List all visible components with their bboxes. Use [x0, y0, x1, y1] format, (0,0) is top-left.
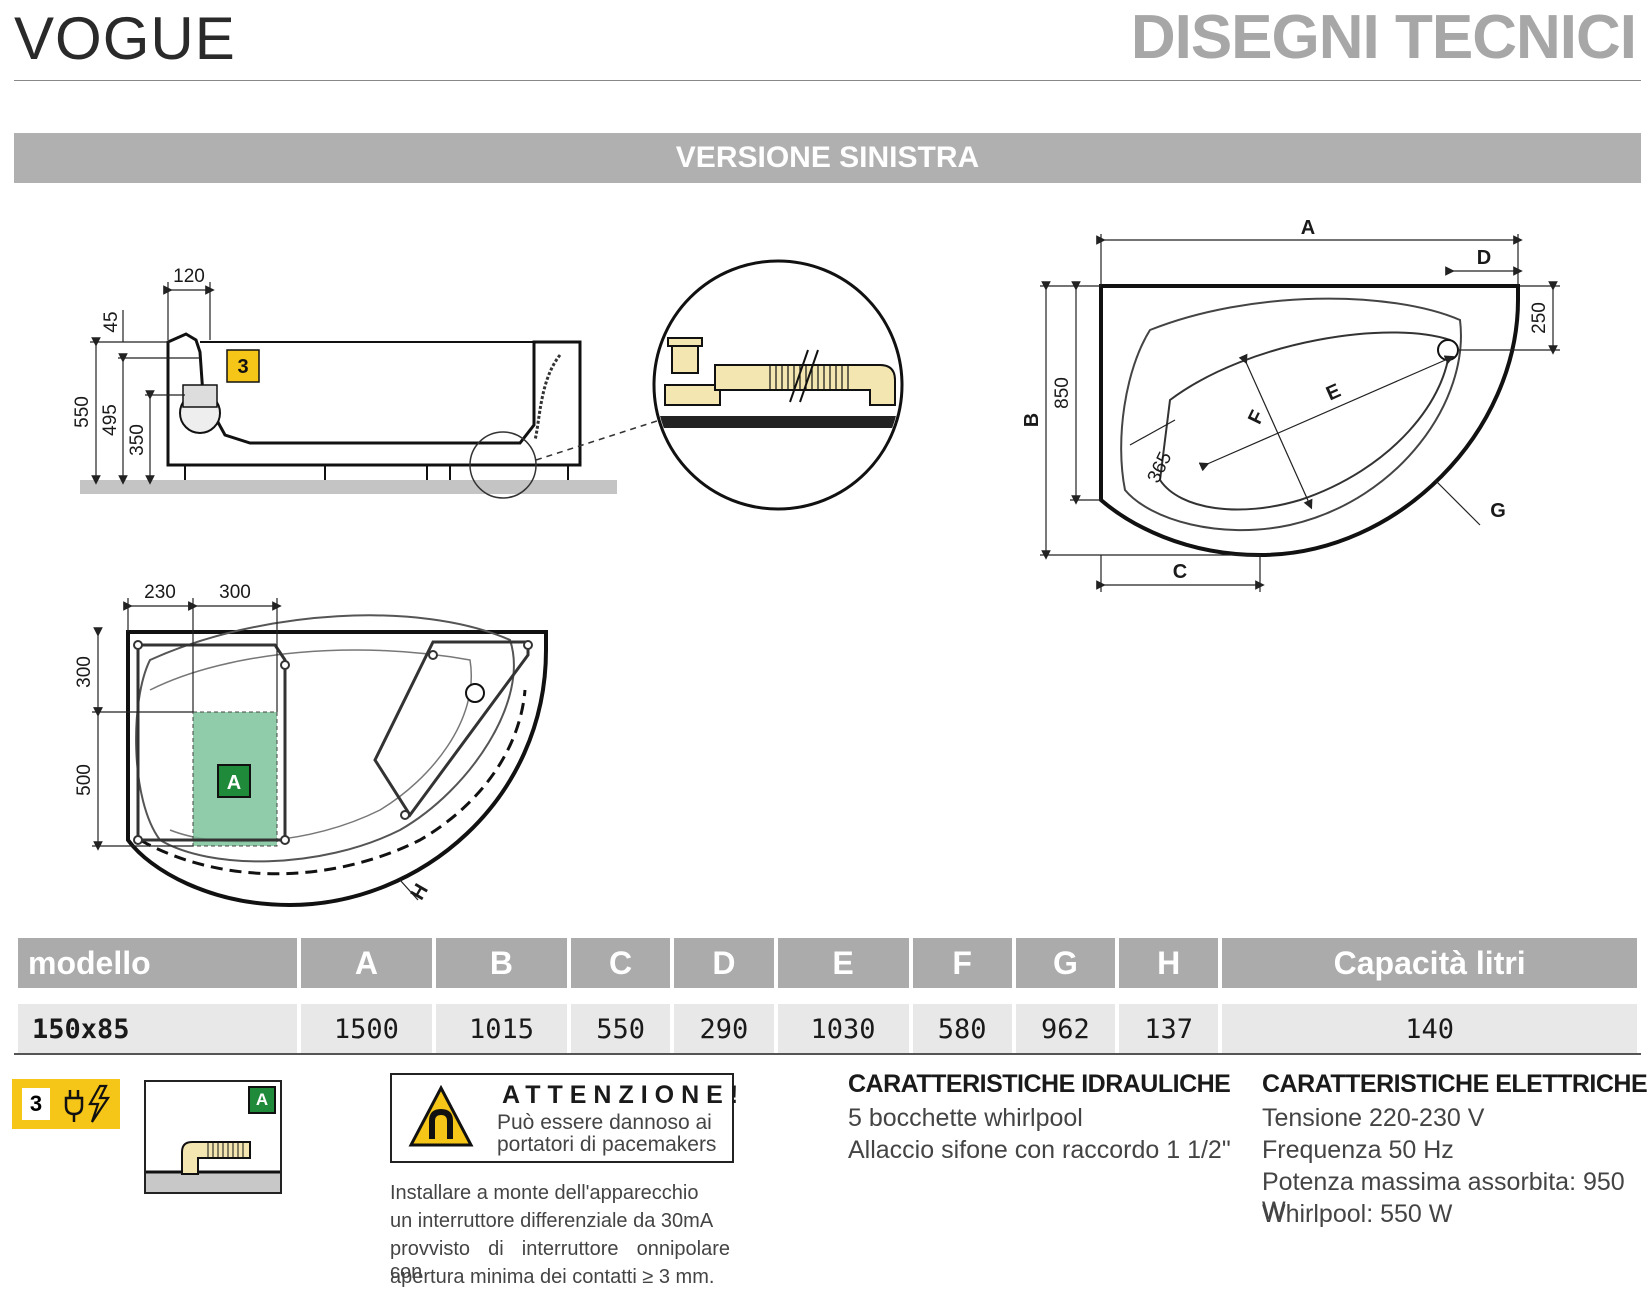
electrical-line: Frequenza 50 Hz	[1262, 1136, 1454, 1164]
dim-230: 230	[144, 582, 176, 603]
col-d: D	[674, 938, 774, 988]
cell-modello: 150x85	[18, 988, 297, 1054]
col-b: B	[435, 938, 567, 988]
install-note-line: provvisto di interruttore onnipolare con	[390, 1238, 730, 1283]
warning-title: ATTENZIONE!	[502, 1081, 746, 1109]
dim-letter-d: D	[1477, 247, 1491, 269]
table-row: 150x85 1500 1015 550 290 1030 580 962 13…	[18, 988, 1637, 1054]
warning-line-2: portatori di pacemakers	[497, 1133, 717, 1156]
col-e: E	[777, 938, 909, 988]
col-modello: modello	[18, 938, 297, 988]
brand-title: VOGUE	[14, 5, 236, 72]
dim-300-h: 300	[219, 582, 251, 603]
electrical-line: Whirlpool: 550 W	[1262, 1200, 1453, 1228]
electric-legend-badge: 3	[12, 1079, 120, 1129]
dim-495: 495	[100, 404, 121, 436]
dim-120: 120	[173, 266, 205, 287]
spec-table: modello A B C D E F G H Capacità litri 1…	[14, 938, 1641, 1054]
version-banner: VERSIONE SINISTRA	[14, 133, 1641, 183]
col-a: A	[300, 938, 432, 988]
cell-a: 1500	[300, 988, 432, 1054]
install-note-line: Installare a monte dell'apparecchio	[390, 1182, 699, 1204]
dim-letter-g: G	[1490, 500, 1506, 522]
dim-250: 250	[1529, 302, 1550, 334]
svg-text:3: 3	[237, 356, 248, 378]
drain-icon	[465, 683, 485, 703]
pacemaker-warning: ATTENZIONE! Può essere dannoso ai portat…	[390, 1073, 738, 1163]
magnet-warning-icon	[408, 1085, 474, 1147]
dim-letter-h: H	[407, 880, 433, 904]
dim-letter-b: B	[1021, 413, 1043, 427]
siphon-inset: A	[144, 1080, 282, 1194]
cell-c: 550	[570, 988, 671, 1054]
warning-line-1: Può essere dannoso ai	[497, 1111, 712, 1134]
col-h: H	[1119, 938, 1219, 988]
col-g: G	[1015, 938, 1116, 988]
table-bottom-rule	[14, 1053, 1641, 1055]
tub-profile	[166, 332, 582, 467]
dim-45: 45	[101, 311, 122, 332]
hydraulic-title: CARATTERISTICHE IDRAULICHE	[848, 1070, 1231, 1098]
electrical-line: Potenza massima assorbita: 950 W	[1262, 1168, 1625, 1225]
drain-icon-dims	[1437, 339, 1459, 361]
siphon-pipe-icon	[146, 1141, 280, 1192]
col-c: C	[570, 938, 671, 988]
cell-f: 580	[912, 988, 1012, 1054]
col-f: F	[912, 938, 1012, 988]
cell-capacita: 140	[1222, 988, 1637, 1054]
dim-550: 550	[72, 396, 93, 428]
header-divider	[14, 80, 1641, 81]
dim-850: 850	[1052, 377, 1073, 409]
plug-lightning-icon	[64, 1084, 111, 1123]
electrical-title: CARATTERISTICHE ELETTRICHE	[1262, 1070, 1648, 1098]
cell-g: 962	[1015, 988, 1116, 1054]
plan-view-drawing: A 230 300 300 500 H	[74, 582, 548, 908]
cell-h: 137	[1119, 988, 1219, 1054]
tub-outline-dims	[1099, 284, 1520, 558]
section-title: DISEGNI TECNICI	[1130, 3, 1637, 72]
col-capacita: Capacità litri	[1222, 938, 1637, 988]
siphon-detail	[652, 259, 904, 511]
inset-label-a: A	[248, 1086, 276, 1114]
dim-300-v: 300	[74, 656, 95, 688]
spec-table-header: modello A B C D E F G H Capacità litri	[18, 938, 1637, 988]
dim-500: 500	[74, 764, 95, 796]
cell-e: 1030	[777, 988, 909, 1054]
install-note-line: apertura minima dei contatti ≥ 3 mm.	[390, 1266, 715, 1288]
technical-drawings: 120 45 550 495 350 3	[72, 217, 1560, 908]
dimension-view-drawing: A D 250 B 850 C E F 365 G	[1021, 217, 1560, 592]
side-view-drawing: 120 45 550 495 350 3	[72, 266, 661, 499]
dim-350: 350	[127, 424, 148, 456]
floor-line	[80, 480, 617, 494]
hydraulic-line: Allaccio sifone con raccordo 1 1/2"	[848, 1136, 1231, 1164]
cell-b: 1015	[435, 988, 567, 1054]
hydraulic-line: 5 bocchette whirlpool	[848, 1104, 1083, 1132]
badge-number: 3	[22, 1088, 50, 1120]
dim-letter-c: C	[1173, 561, 1187, 583]
install-note-line: un interruttore differenziale da 30mA	[390, 1210, 714, 1232]
electrical-line: Tensione 220-230 V	[1262, 1104, 1485, 1132]
cell-d: 290	[674, 988, 774, 1054]
marker-3-badge	[226, 349, 260, 383]
svg-text:A: A	[227, 772, 241, 794]
dim-letter-a: A	[1301, 217, 1315, 239]
